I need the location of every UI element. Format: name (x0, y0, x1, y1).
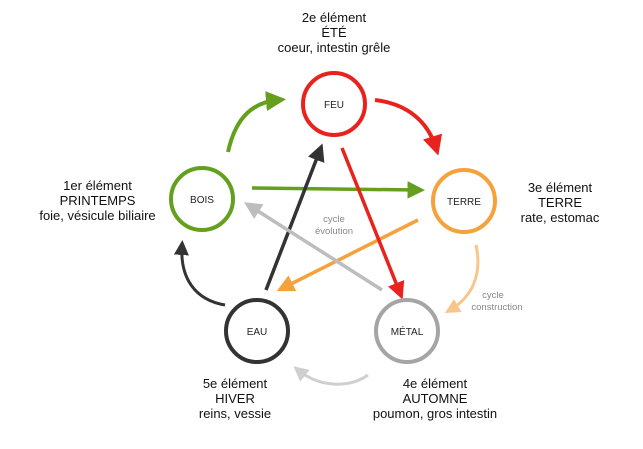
label-terre-rank: 3e élément (527, 180, 593, 195)
arc-metal-to-eau (293, 366, 369, 386)
star-eau-to-feu (264, 143, 325, 291)
cycle-evolution-line2: évolution (315, 226, 353, 237)
star-metal-to-bois (244, 202, 383, 292)
cycle-evolution-line1: cycle (323, 214, 345, 225)
arc-feu-to-terre (374, 98, 443, 156)
node-metal-circle (374, 298, 440, 364)
node-terre-label: TERRE (447, 197, 481, 208)
node-feu-label: FEU (324, 100, 344, 111)
label-metal-organs: poumon, gros intestin (372, 406, 498, 421)
cycle-construction-line1: cycle (482, 290, 504, 301)
label-metal-season: AUTOMNE (402, 391, 468, 406)
label-terre-organs: rate, estomac (520, 210, 600, 225)
label-terre: 3e élément TERRE rate, estomac (505, 180, 615, 225)
label-feu-organs: coeur, intestin grêle (277, 40, 391, 55)
label-feu-rank: 2e élément (301, 10, 367, 25)
label-bois-rank: 1er élément (63, 178, 132, 193)
label-metal: 4e élément AUTOMNE poumon, gros intestin (350, 376, 520, 421)
node-terre-circle (431, 168, 497, 234)
label-bois: 1er élément PRINTEMPS foie, vésicule bil… (20, 178, 175, 223)
label-feu-season: ÉTÉ (321, 25, 347, 40)
arc-terre-to-metal (444, 244, 480, 314)
label-bois-season: PRINTEMPS (59, 193, 136, 208)
label-metal-rank: 4e élément (402, 376, 468, 391)
label-eau-organs: reins, vessie (198, 406, 272, 421)
arc-eau-to-bois (173, 240, 226, 307)
node-feu-circle (301, 71, 367, 137)
star-feu-to-metal (340, 147, 405, 300)
node-bois-label: BOIS (190, 195, 214, 206)
star-terre-to-eau (276, 218, 419, 292)
label-terre-season: TERRE (537, 195, 583, 210)
node-eau-circle (224, 298, 290, 364)
label-feu: 2e élément ÉTÉ coeur, intestin grêle (259, 10, 409, 55)
node-eau-label: EAU (247, 327, 268, 338)
cycle-construction-line2: construction (471, 302, 522, 313)
node-metal-label: MÉTAL (391, 325, 424, 338)
star-bois-to-terre (251, 181, 425, 199)
label-eau-rank: 5e élément (202, 376, 268, 391)
label-eau: 5e élément HIVER reins, vessie (180, 376, 290, 421)
label-eau-season: HIVER (215, 391, 255, 406)
arc-bois-to-feu (226, 91, 286, 153)
label-bois-organs: foie, vésicule biliaire (39, 208, 156, 223)
node-bois-circle (169, 166, 235, 232)
